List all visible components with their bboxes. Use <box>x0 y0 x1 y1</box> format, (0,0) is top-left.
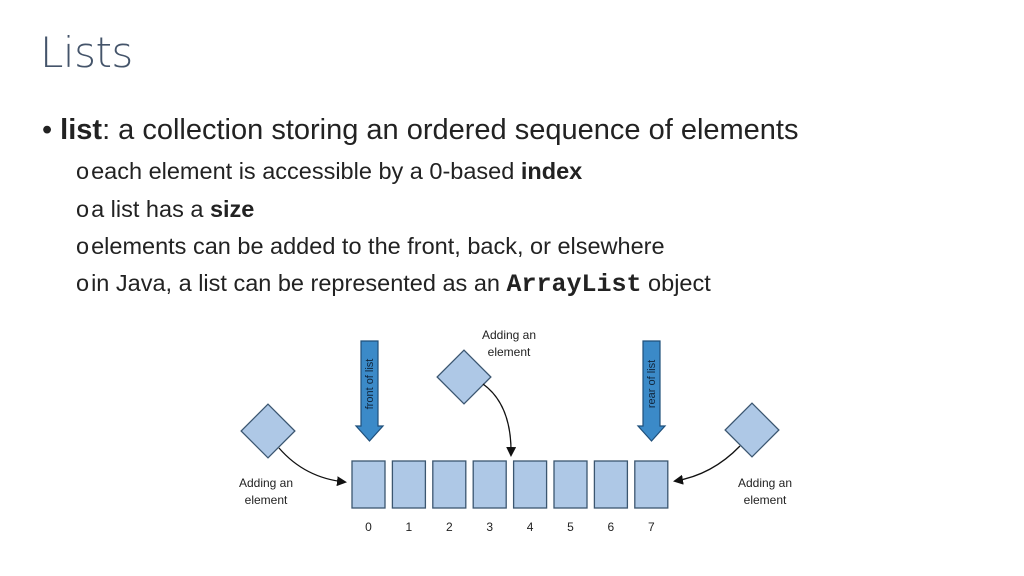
list-cell <box>472 460 507 509</box>
sub-bullet-marker: o <box>76 233 90 259</box>
list-cells <box>351 460 669 509</box>
rear-pointer-arrow: rear of list <box>636 340 667 442</box>
list-cell <box>512 460 548 509</box>
sub-bullet-text-end: object <box>641 270 711 296</box>
code-arraylist: ArrayList <box>506 270 642 299</box>
sub-bullet-marker: o <box>76 270 90 296</box>
add-label-middle-line2: element <box>488 345 531 359</box>
add-arrow-right <box>673 445 741 485</box>
index-label: 1 <box>406 520 413 534</box>
add-label-right-line2: element <box>744 493 787 507</box>
sub-bullet-text: in Java, a list can be represented as an <box>91 270 507 296</box>
sub-bullet-adding: oelements can be added to the front, bac… <box>76 233 665 260</box>
list-cell <box>391 460 427 509</box>
term-list: list <box>60 114 103 146</box>
sub-bullet-arraylist: oin Java, a list can be represented as a… <box>76 270 711 299</box>
sub-bullet-text: elements can be added to the front, back… <box>91 233 665 259</box>
index-label: 6 <box>608 520 615 534</box>
list-cell <box>432 460 467 509</box>
front-pointer-arrow: front of list <box>354 340 385 442</box>
list-cell <box>634 460 669 509</box>
index-label: 0 <box>365 520 372 534</box>
index-labels: 0 1 2 3 4 5 6 7 <box>365 520 655 534</box>
sub-bullet-marker: o <box>76 158 90 184</box>
slide-title: Lists <box>40 28 133 77</box>
list-cell <box>593 460 629 509</box>
definition-text: : a collection storing an ordered sequen… <box>102 114 799 146</box>
add-label-middle-line1: Adding an <box>482 328 536 342</box>
new-element-left <box>240 403 296 459</box>
term-size: size <box>209 196 255 222</box>
list-cell <box>351 460 386 509</box>
bullet-marker: • <box>42 114 53 146</box>
add-arrow-left <box>278 447 347 487</box>
front-of-list-label: front of list <box>364 359 376 410</box>
index-label: 7 <box>648 520 655 534</box>
add-label-right-line1: Adding an <box>738 476 792 490</box>
bullet-list-definition: •list: a collection storing an ordered s… <box>42 114 799 147</box>
new-element-middle <box>436 349 492 405</box>
add-label-left-line1: Adding an <box>239 476 293 490</box>
term-index: index <box>520 158 583 184</box>
index-label: 4 <box>527 520 534 534</box>
list-cell <box>553 460 588 509</box>
add-arrow-middle <box>482 383 517 457</box>
rear-of-list-label: rear of list <box>646 360 658 408</box>
sub-bullet-size: oa list has a size <box>76 196 254 223</box>
index-label: 5 <box>567 520 574 534</box>
sub-bullet-text: each element is accessible by a 0-based <box>91 158 521 184</box>
index-label: 3 <box>486 520 493 534</box>
sub-bullet-text: a list has a <box>91 196 210 222</box>
add-label-left-line2: element <box>245 493 288 507</box>
sub-bullet-marker: o <box>76 196 90 222</box>
sub-bullet-index: oeach element is accessible by a 0-based… <box>76 158 582 185</box>
new-element-right <box>724 402 780 458</box>
index-label: 2 <box>446 520 453 534</box>
